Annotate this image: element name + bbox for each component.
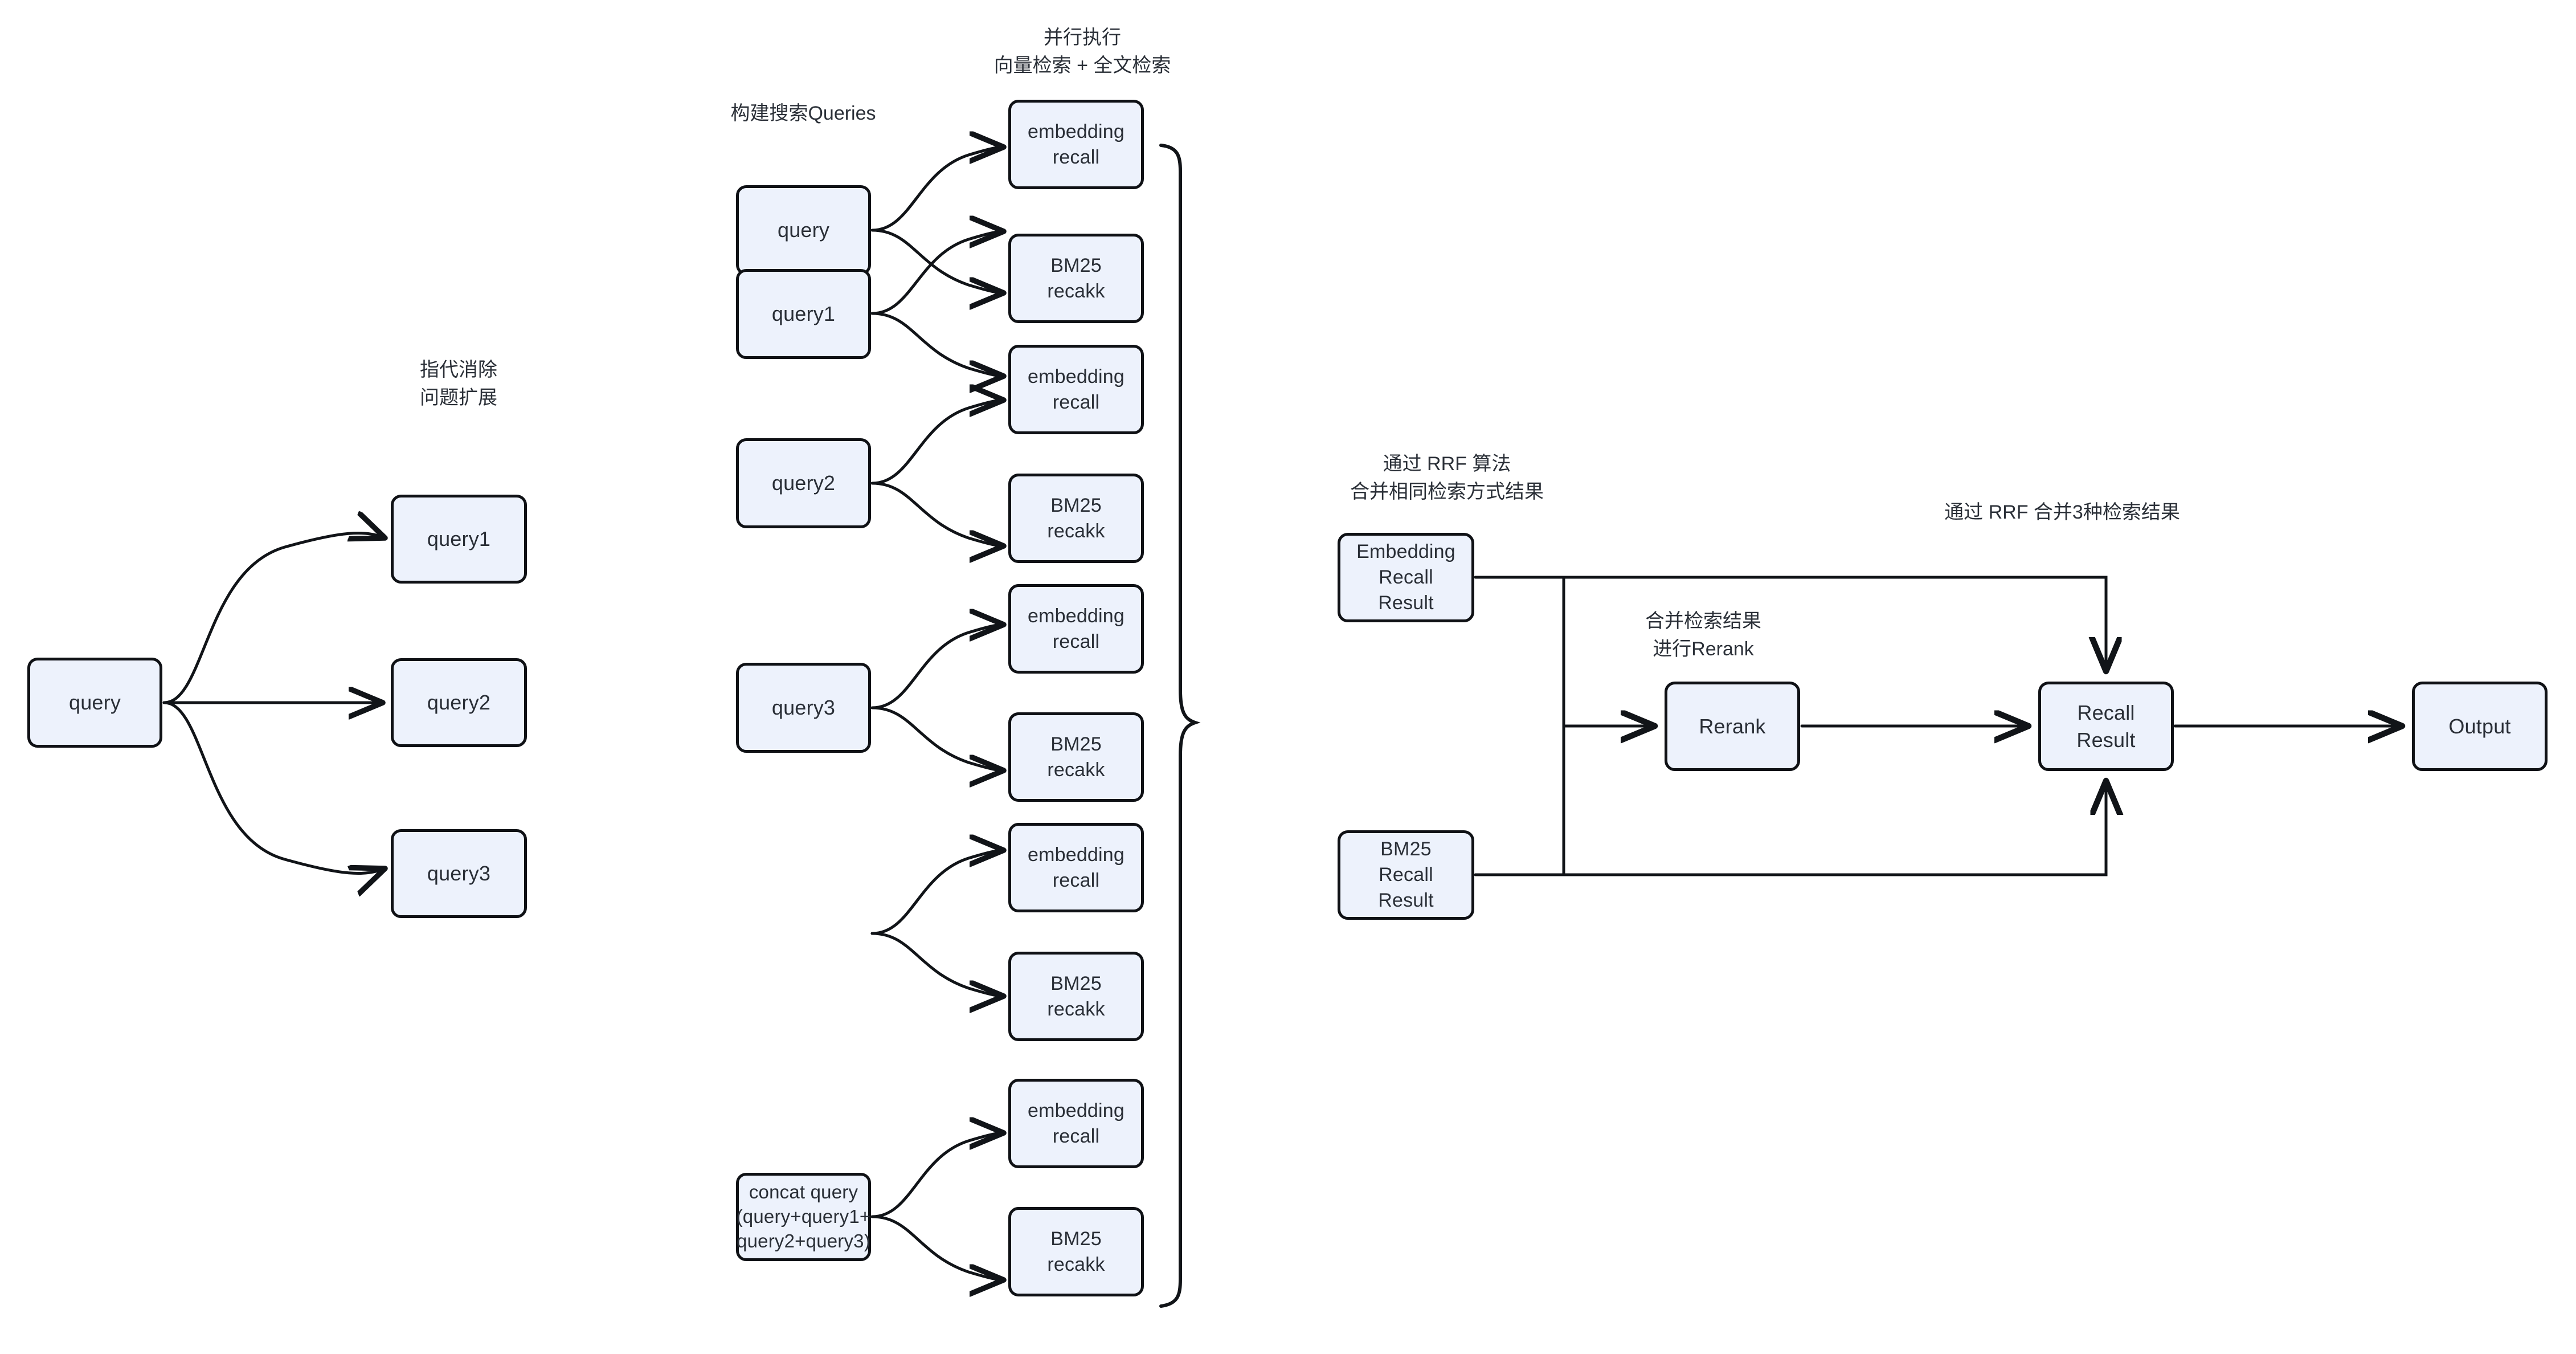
- node-bm25-recall-result[interactable]: BM25 Recall Result: [1338, 830, 1474, 920]
- node-output[interactable]: Output: [2412, 682, 2548, 771]
- node-bm25-recall-1[interactable]: BM25 recakk: [1008, 474, 1144, 563]
- node-embedding-recall-result[interactable]: Embedding Recall Result: [1338, 533, 1474, 622]
- label-build-queries: 构建搜索Queries: [730, 103, 876, 124]
- label-rewrite: 指代消除 问题扩展: [420, 359, 497, 409]
- node-search-query-concat[interactable]: concat query (query+query1+ query2+query…: [736, 1173, 871, 1261]
- node-bm25-recall-2[interactable]: BM25 recakk: [1008, 712, 1144, 802]
- node-search-query-3[interactable]: query3: [736, 663, 871, 753]
- node-rerank[interactable]: Rerank: [1665, 682, 1800, 771]
- node-bm25-recall-3[interactable]: BM25 recakk: [1008, 952, 1144, 1041]
- node-embedding-recall-4[interactable]: embedding recall: [1008, 1079, 1144, 1168]
- node-query-source[interactable]: query: [27, 658, 162, 748]
- label-rrf-three-results: 通过 RRF 合并3种检索结果: [1944, 501, 2180, 523]
- node-query3-expansion[interactable]: query3: [391, 829, 527, 918]
- node-bm25-recall-0[interactable]: BM25 recakk: [1008, 234, 1144, 323]
- node-query2-expansion[interactable]: query2: [391, 658, 527, 747]
- label-rrf-same-method: 通过 RRF 算法 合并相同检索方式结果: [1350, 453, 1544, 503]
- node-embedding-recall-2[interactable]: embedding recall: [1008, 584, 1144, 674]
- node-search-query-1[interactable]: query1: [736, 269, 871, 359]
- node-embedding-recall-0[interactable]: embedding recall: [1008, 100, 1144, 189]
- node-query1-expansion[interactable]: query1: [391, 495, 527, 584]
- node-search-query-0[interactable]: query: [736, 185, 871, 275]
- label-merge-rerank: 合并检索结果 进行Rerank: [1645, 610, 1761, 660]
- node-embedding-recall-1[interactable]: embedding recall: [1008, 345, 1144, 434]
- node-recall-result[interactable]: Recall Result: [2038, 682, 2174, 771]
- label-parallel-execution: 并行执行 向量检索 + 全文检索: [993, 27, 1171, 77]
- node-embedding-recall-3[interactable]: embedding recall: [1008, 823, 1144, 912]
- node-search-query-2[interactable]: query2: [736, 438, 871, 528]
- node-bm25-recall-4[interactable]: BM25 recakk: [1008, 1207, 1144, 1296]
